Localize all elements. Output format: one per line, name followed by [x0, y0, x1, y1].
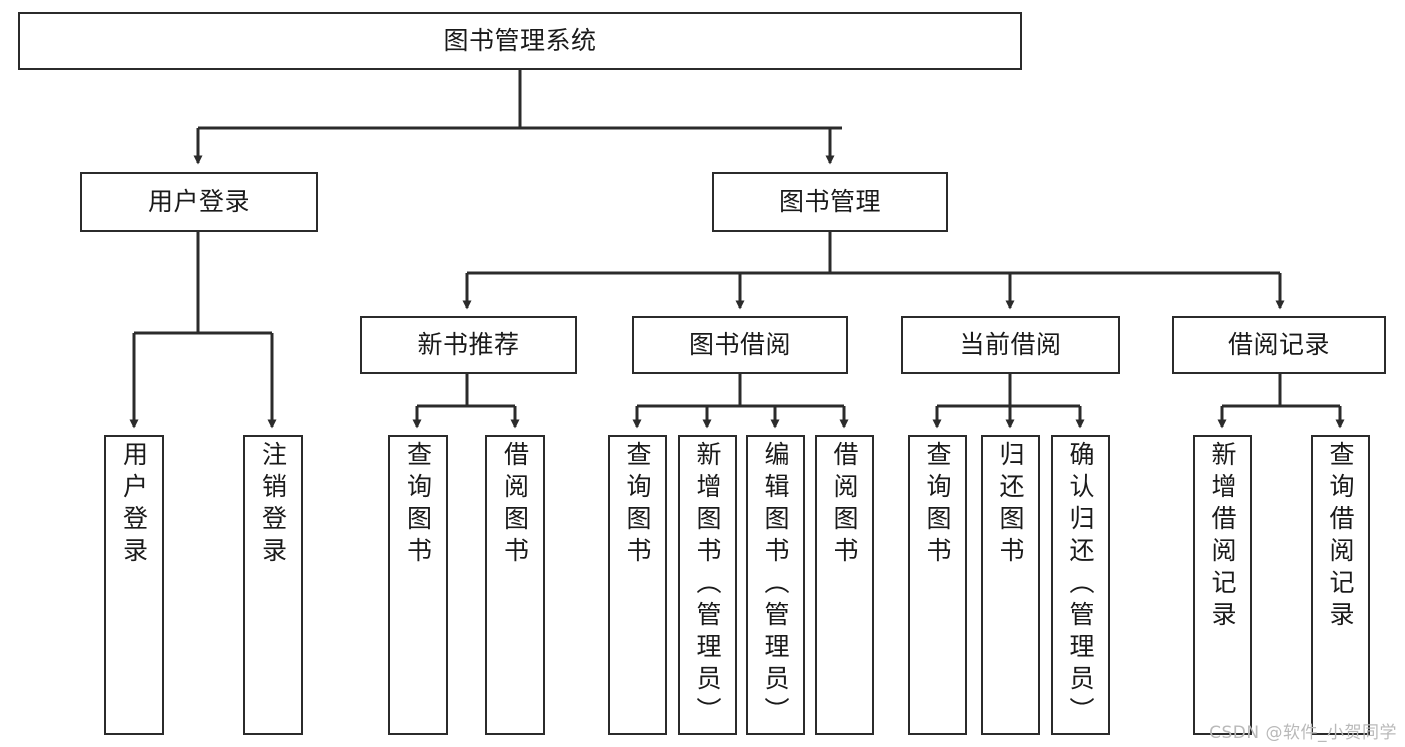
- node-label: 新书推荐: [417, 330, 520, 360]
- node-leaf-query-book-recommend[interactable]: 查询图书: [388, 435, 448, 735]
- node-label: 用户登录: [147, 187, 250, 217]
- node-root-book-management-system[interactable]: 图书管理系统: [18, 12, 1022, 70]
- node-label: 用户登录: [119, 441, 149, 569]
- node-leaf-confirm-return[interactable]: 确认归还（管理员）: [1051, 435, 1110, 735]
- node-leaf-borrow-book-recommend[interactable]: 借阅图书: [485, 435, 545, 735]
- node-label: 查询图书: [403, 441, 433, 569]
- node-leaf-query-borrow-record[interactable]: 查询借阅记录: [1311, 435, 1370, 735]
- node-label: 借阅图书: [500, 441, 530, 569]
- node-label: 编辑图书（管理员）: [761, 441, 790, 729]
- node-label: 查询图书: [923, 441, 952, 569]
- node-label: 新增借阅记录: [1208, 441, 1237, 633]
- node-label: 查询借阅记录: [1326, 441, 1355, 633]
- node-label: 借阅记录: [1227, 330, 1330, 360]
- node-borrow-record[interactable]: 借阅记录: [1172, 316, 1386, 374]
- node-leaf-query-book-borrow[interactable]: 查询图书: [608, 435, 667, 735]
- node-label: 图书管理系统: [443, 26, 597, 56]
- node-leaf-return-book[interactable]: 归还图书: [981, 435, 1040, 735]
- node-user-login[interactable]: 用户登录: [80, 172, 318, 232]
- node-new-book-recommend[interactable]: 新书推荐: [360, 316, 577, 374]
- node-label: 当前借阅: [959, 330, 1062, 360]
- node-label: 查询图书: [623, 441, 652, 569]
- node-label: 新增图书（管理员）: [693, 441, 722, 729]
- node-label: 借阅图书: [830, 441, 859, 569]
- node-leaf-logout[interactable]: 注销登录: [243, 435, 303, 735]
- node-label: 确认归还（管理员）: [1066, 441, 1095, 729]
- node-leaf-borrow-book[interactable]: 借阅图书: [815, 435, 874, 735]
- node-book-management[interactable]: 图书管理: [712, 172, 948, 232]
- node-label: 图书借阅: [688, 330, 791, 360]
- node-book-borrow[interactable]: 图书借阅: [632, 316, 848, 374]
- node-label: 图书管理: [778, 187, 881, 217]
- node-leaf-add-book[interactable]: 新增图书（管理员）: [678, 435, 737, 735]
- node-label: 归还图书: [996, 441, 1025, 569]
- node-leaf-query-book-current[interactable]: 查询图书: [908, 435, 967, 735]
- node-label: 注销登录: [258, 441, 288, 569]
- node-leaf-user-login[interactable]: 用户登录: [104, 435, 164, 735]
- node-current-borrow[interactable]: 当前借阅: [901, 316, 1120, 374]
- node-leaf-add-borrow-record[interactable]: 新增借阅记录: [1193, 435, 1252, 735]
- node-leaf-edit-book[interactable]: 编辑图书（管理员）: [746, 435, 805, 735]
